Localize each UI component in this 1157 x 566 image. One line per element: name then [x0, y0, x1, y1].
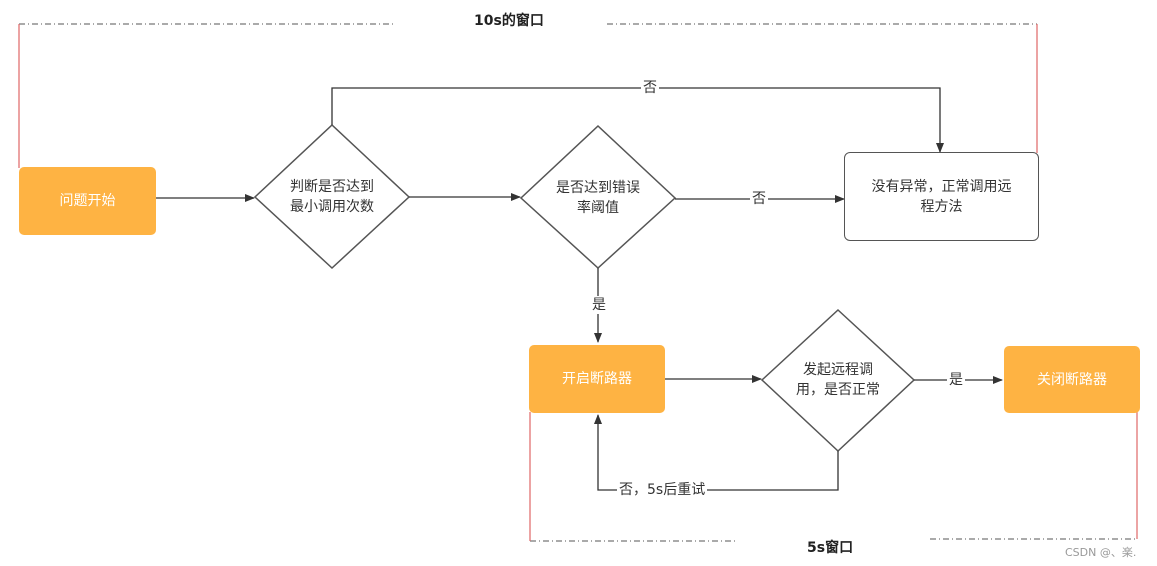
- edge-label-error-rate-yes: 是: [590, 296, 608, 314]
- edge-label-min-calls-no: 否: [641, 79, 659, 97]
- node-remote-call-check-line1: 发起远程调: [803, 362, 873, 378]
- node-remote-call-check[interactable]: 发起远程调 用，是否正常: [768, 358, 908, 402]
- node-close-breaker[interactable]: 关闭断路器: [1004, 346, 1140, 413]
- node-open-breaker-label: 开启断路器: [562, 371, 632, 387]
- node-normal-call-line1: 没有异常，正常调用远: [871, 178, 1012, 195]
- node-normal-call-line2: 程方法: [920, 198, 963, 215]
- node-close-breaker-label: 关闭断路器: [1037, 371, 1107, 388]
- inner-window-frame: [529, 412, 1138, 542]
- node-check-error-rate-line1: 是否达到错误: [556, 180, 640, 196]
- edge-remote-call-retry: [594, 414, 839, 491]
- edge-label-error-rate-no: 否: [750, 190, 768, 208]
- node-start-label: 问题开始: [59, 193, 116, 209]
- node-check-min-calls-line1: 判断是否达到: [290, 179, 374, 195]
- edge-min-calls-no: [331, 87, 944, 153]
- edge-label-remote-call-yes: 是: [947, 371, 965, 389]
- edge-label-remote-call-retry: 否，5s后重试: [617, 481, 708, 499]
- decision-min-calls-shape: [253, 123, 411, 270]
- inner-window-label: 5s窗口: [807, 540, 854, 556]
- node-check-error-rate-line2: 率阈值: [577, 200, 619, 216]
- node-start[interactable]: 问题开始: [19, 167, 156, 235]
- node-check-error-rate[interactable]: 是否达到错误 率阈值: [528, 176, 668, 220]
- node-normal-call[interactable]: 没有异常，正常调用远 程方法: [844, 152, 1039, 241]
- outer-window-label: 10s的窗口: [474, 13, 544, 29]
- watermark: CSDN @、楽.: [1065, 546, 1137, 559]
- node-remote-call-check-line2: 用，是否正常: [796, 382, 880, 398]
- node-check-min-calls-line2: 最小调用次数: [290, 199, 374, 215]
- node-open-breaker[interactable]: 开启断路器: [529, 345, 665, 413]
- node-check-min-calls[interactable]: 判断是否达到 最小调用次数: [262, 175, 402, 219]
- outer-window-frame: [18, 23, 1038, 168]
